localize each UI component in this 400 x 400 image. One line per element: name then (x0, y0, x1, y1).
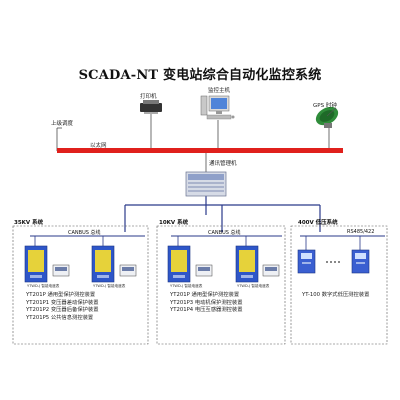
rs485-label: RS485/422 (347, 229, 375, 235)
ethernet-label: 以太网 (90, 143, 107, 149)
gps-label: GPS 时钟 (313, 103, 337, 109)
monitor-host-icon (200, 95, 235, 120)
device-caption: YTWD-J 智能电度表 (93, 284, 126, 288)
device-10kv-2 (235, 245, 280, 283)
panel-10kv-list: YT201P 通用型保护测控装置 YT201P3 电动机保护测控装置 YT201… (170, 292, 243, 315)
gps-dish-icon (315, 106, 339, 128)
canbus-10kv-label: CANBUS 总线 (208, 230, 241, 236)
list-item: YT-100 数字式低压测控装置 (302, 292, 370, 298)
list-item: YT201P3 电动机保护测控装置 (170, 299, 243, 306)
list-item: YT201P 通用型保护测控装置 (170, 292, 240, 298)
panel-400v-frame (290, 225, 388, 345)
canbus-35kv-label: CANBUS 总线 (68, 230, 101, 236)
list-item: YT201P1 变压器差动保护装置 (26, 299, 99, 306)
device-400v-2 (351, 249, 370, 274)
diagram-title: SCADA-NT 变电站综合自动化监控系统 (78, 68, 322, 83)
panel-35kv-list: YT201P 通用型保护测控装置 YT201P1 变压器差动保护装置 YT201… (26, 292, 99, 322)
panel-35kv-frame (12, 225, 149, 345)
device-10kv-1 (167, 245, 213, 283)
device-35kv-2 (91, 245, 137, 283)
list-item: YT201P2 变压器后备保护装置 (26, 307, 99, 314)
list-item: YT201P5 公共信息测控装置 (26, 314, 94, 321)
panel-400v-title: 400V 低压系统 (298, 220, 338, 226)
panel-35kv-title: 35KV 系统 (14, 220, 44, 226)
ethernet-bus (57, 148, 343, 153)
printer-icon (140, 100, 162, 114)
comm-manager-icon (185, 171, 227, 197)
comm-manager-label: 通讯管理机 (209, 161, 237, 167)
dispatch-label: 上级调度 (51, 121, 74, 127)
device-caption: YTWD-J 智能电度表 (237, 284, 270, 288)
monitor-host-label: 监控主机 (208, 88, 231, 94)
panel-10kv-title: 10KV 系统 (159, 220, 189, 226)
panel-400v-list: YT-100 数字式低压测控装置 (302, 292, 369, 300)
panel-10kv-frame (156, 225, 286, 345)
device-400v-1 (297, 249, 316, 274)
list-item: YT201P4 电压互感器测控装置 (170, 307, 243, 314)
device-caption: YTWD-J 智能电度表 (170, 284, 203, 288)
device-35kv-1 (24, 245, 70, 283)
printer-label: 打印机 (140, 94, 157, 100)
list-item: YT201P 通用型保护测控装置 (26, 292, 96, 298)
device-caption: YTWD-J 智能电度表 (27, 284, 60, 288)
